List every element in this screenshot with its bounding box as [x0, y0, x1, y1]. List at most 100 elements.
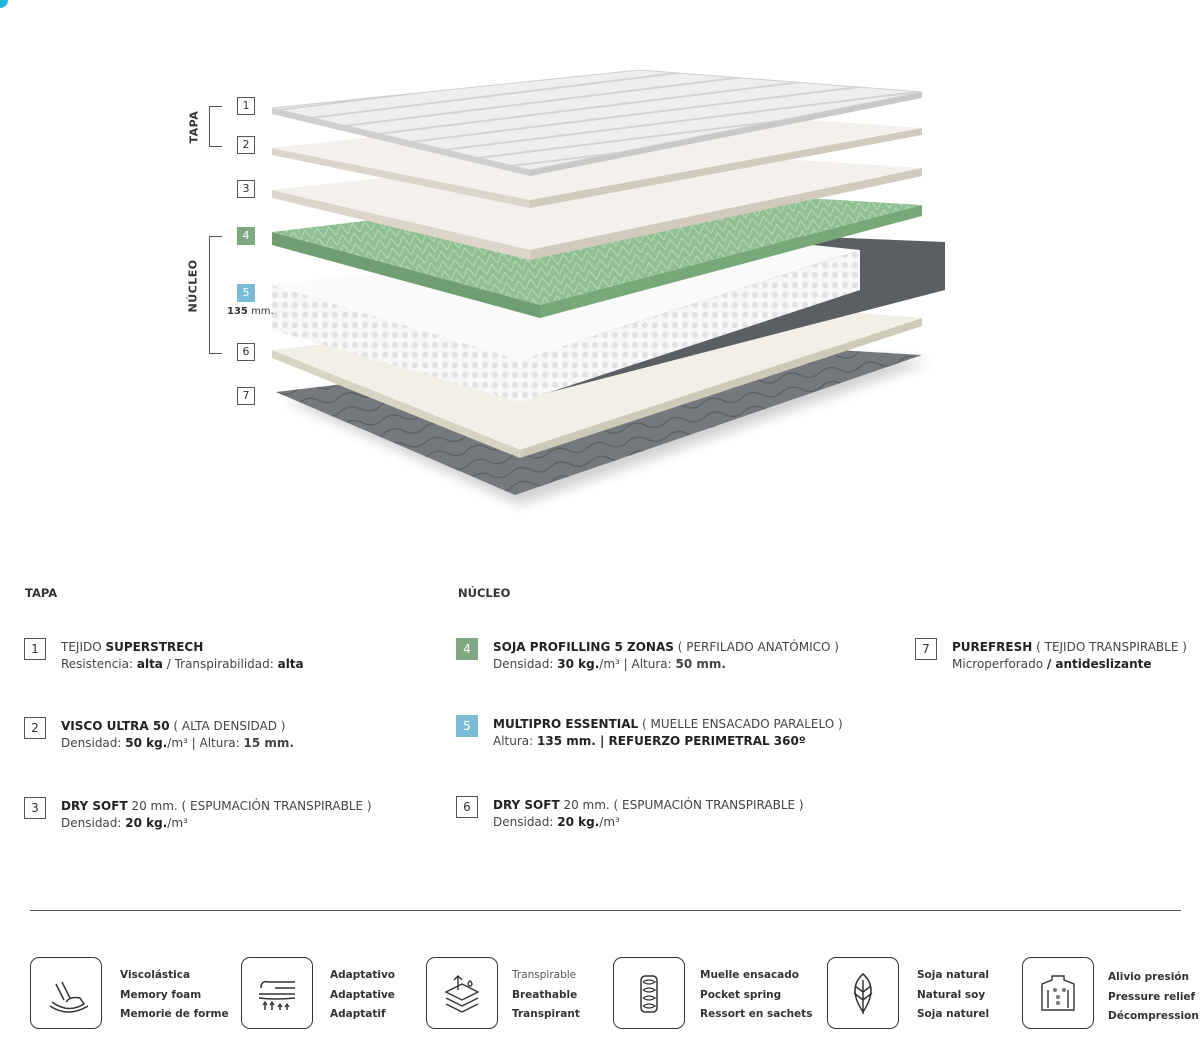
spec-item-1: 1 TEJIDO SUPERSTRECH Resistencia: alta /…	[24, 638, 304, 673]
mattress-layers-illustration	[271, 69, 945, 505]
spec-extra: ( ALTA DENSIDAD )	[169, 719, 286, 733]
spec-detail-a: Densidad:	[493, 657, 558, 671]
spec-detail: Densidad: 20 kg./m³	[61, 815, 372, 832]
layer-1-edge	[272, 108, 530, 176]
layer-marker-4: 4	[237, 227, 255, 245]
layer-marker-6: 6	[237, 343, 255, 361]
spec-name: DRY SOFT	[493, 798, 560, 812]
leaf-icon	[827, 957, 899, 1029]
spec-name: SOJA PROFILLING 5 ZONAS	[493, 640, 674, 654]
layer-5-springs-front	[272, 285, 520, 402]
layer-marker-7: 7	[237, 387, 255, 405]
breathable-layers-icon	[426, 957, 498, 1029]
spec-detail-c: /m³ | Altura:	[599, 657, 676, 671]
spec-detail: Densidad: 50 kg./m³ | Altura: 15 mm.	[61, 735, 294, 752]
spec-detail-b: 20 kg.	[125, 816, 168, 830]
spring-height-unit: mm.	[251, 306, 274, 317]
layer-marker-5: 5	[237, 284, 255, 302]
divider	[30, 910, 1181, 911]
spec-item-5: 5 MULTIPRO ESSENTIAL ( MUELLE ENSACADO P…	[456, 715, 843, 750]
spec-title: TEJIDO SUPERSTRECH	[61, 639, 304, 656]
spec-detail-a: Resistencia:	[61, 657, 137, 671]
spec-extra: ( PERFILADO ANATÓMICO )	[673, 640, 839, 654]
spec-detail-c: /m³	[167, 816, 188, 830]
feature-label-fr: Transpirant	[512, 1008, 580, 1020]
feature-label-en: Breathable	[512, 988, 578, 1001]
spec-title: VISCO ULTRA 50 ( ALTA DENSIDAD )	[61, 718, 294, 735]
feature-label-es: Soja natural	[917, 969, 990, 981]
feature-labels: Soja natural Natural soy Soja naturel	[917, 966, 989, 1025]
feature-label-en: Memory foam	[120, 988, 202, 1001]
spec-title: SOJA PROFILLING 5 ZONAS ( PERFILADO ANAT…	[493, 639, 839, 656]
pocket-spring-icon	[613, 957, 685, 1029]
spec-item-6: 6 DRY SOFT 20 mm. ( ESPUMACIÓN TRANSPIRA…	[456, 796, 804, 831]
spec-item-4: 4 SOJA PROFILLING 5 ZONAS ( PERFILADO AN…	[456, 638, 839, 673]
spec-title: DRY SOFT 20 mm. ( ESPUMACIÓN TRANSPIRABL…	[61, 798, 372, 815]
nucleo-group-label: NÚCLEO	[186, 259, 200, 313]
spec-title: PUREFRESH ( TEJIDO TRANSPIRABLE )	[952, 639, 1187, 656]
spec-number-badge: 4	[456, 638, 478, 660]
layer-4-edge-right	[540, 205, 922, 318]
feature-label-en: Pressure relief	[1108, 990, 1196, 1003]
spec-detail-a: Microperforado	[952, 657, 1047, 671]
spec-detail-d: 15 mm.	[243, 736, 294, 750]
spec-number-badge: 5	[456, 715, 478, 737]
layer-marker-1: 1	[237, 97, 255, 115]
nucleo-heading: NÚCLEO	[458, 586, 511, 600]
layer-1-edge-right	[530, 92, 922, 176]
spec-number-badge: 7	[915, 638, 937, 660]
spec-detail-b: 50 kg.	[125, 736, 168, 750]
feature-label-en: Pocket spring	[700, 988, 782, 1001]
spec-detail-b: alta	[136, 657, 163, 671]
feature-label-es: Muelle ensacado	[700, 969, 799, 981]
feature-label-fr: Ressort en sachets	[700, 1008, 813, 1020]
layer-2-edge	[272, 148, 530, 208]
spec-detail-b: 20 kg.	[557, 815, 600, 829]
spec-detail-c: /m³ | Altura:	[167, 736, 244, 750]
spec-detail-e: alta	[277, 657, 304, 671]
adaptive-body-icon	[241, 957, 313, 1029]
corner-accent	[0, 0, 8, 8]
feature-label-es: Viscolástica	[120, 969, 191, 981]
spec-name: MULTIPRO ESSENTIAL	[493, 717, 639, 731]
spec-detail-b: / antideslizante	[1046, 657, 1152, 671]
spec-detail-c: /m³	[599, 815, 620, 829]
feature-label-fr: Memorie de forme	[120, 1008, 229, 1020]
spec-name: PUREFRESH	[952, 640, 1033, 654]
spec-name: DRY SOFT	[61, 799, 128, 813]
feature-label-es: Transpirable	[512, 969, 577, 981]
spring-height-value: 135	[227, 306, 248, 317]
memory-foam-hand-icon	[30, 957, 102, 1029]
spec-extra: ( TEJIDO TRANSPIRABLE )	[1032, 640, 1187, 654]
spec-detail: Altura: 135 mm. | REFUERZO PERIMETRAL 36…	[493, 733, 843, 750]
layer-3-edge	[272, 190, 530, 260]
feature-label-en: Adaptative	[330, 988, 395, 1001]
layer-marker-3: 3	[237, 180, 255, 198]
spec-extra: ( MUELLE ENSACADO PARALELO )	[638, 717, 843, 731]
feature-labels: Muelle ensacado Pocket spring Ressort en…	[700, 966, 812, 1025]
feature-label-en: Natural soy	[917, 988, 986, 1001]
spec-item-3: 3 DRY SOFT 20 mm. ( ESPUMACIÓN TRANSPIRA…	[24, 797, 372, 832]
tapa-bracket	[209, 106, 222, 147]
spec-number-badge: 6	[456, 796, 478, 818]
spec-detail: Resistencia: alta / Transpirabilidad: al…	[61, 656, 304, 673]
spec-detail-a: Densidad:	[61, 816, 126, 830]
spec-detail: Microperforado / antideslizante	[952, 656, 1187, 673]
spec-detail-b: 30 kg.	[557, 657, 600, 671]
layer-1-superstrech	[271, 69, 923, 171]
spec-detail-b: 135 mm. | REFUERZO PERIMETRAL 360º	[537, 734, 806, 748]
spec-title-prefix: TEJIDO	[61, 640, 106, 654]
spec-name: SUPERSTRECH	[105, 640, 204, 654]
spec-extra: 20 mm. ( ESPUMACIÓN TRANSPIRABLE )	[127, 799, 372, 813]
spec-title: MULTIPRO ESSENTIAL ( MUELLE ENSACADO PAR…	[493, 716, 843, 733]
feature-labels: Transpirable Breathable Transpirant	[512, 966, 580, 1025]
spec-detail-d: 50 mm.	[675, 657, 726, 671]
layer-3-edge-right	[530, 168, 922, 260]
feature-label-fr: Soja naturel	[917, 1008, 990, 1020]
feature-label-es: Adaptativo	[330, 969, 396, 981]
layer-2-edge-right	[530, 128, 922, 208]
spec-number-badge: 2	[24, 717, 46, 739]
feature-labels: Alivio presión Pressure relief Décompres…	[1108, 968, 1199, 1027]
feature-label-fr: Décompression	[1108, 1010, 1199, 1022]
